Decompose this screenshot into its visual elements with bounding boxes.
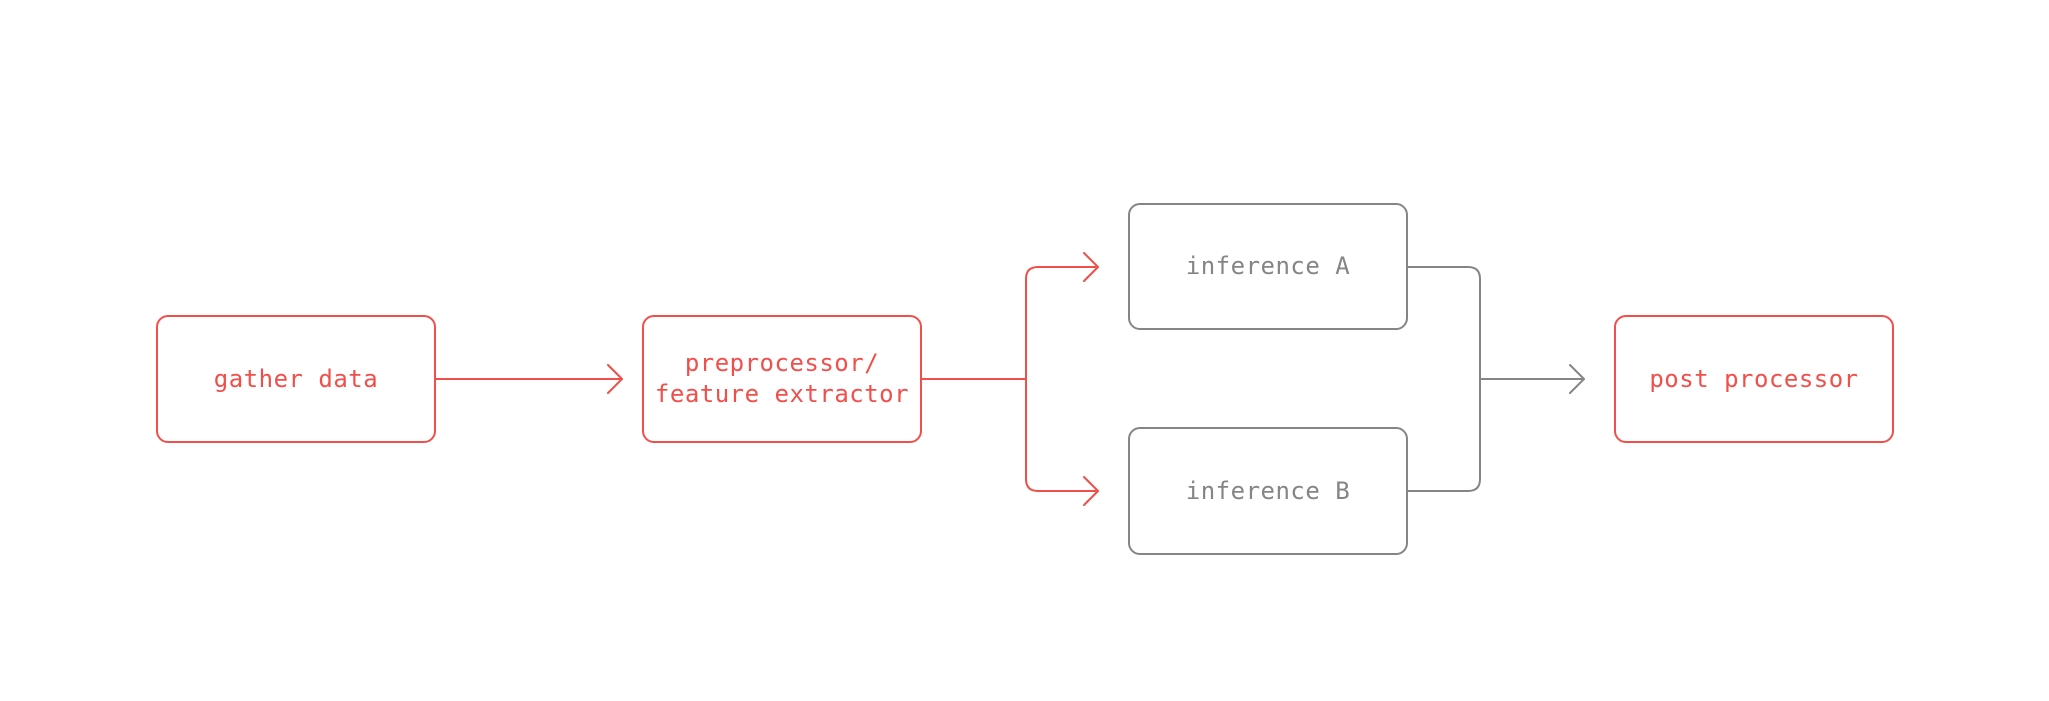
arrow-head-icon: [607, 364, 623, 394]
node-label: gather data: [213, 364, 379, 393]
arrow-head-icon: [1569, 364, 1585, 394]
edge-to-inference-a: [1025, 266, 1099, 380]
edge-preprocessor-split: [921, 252, 1099, 506]
node-label: inference B: [1185, 476, 1351, 505]
edge-from-inference-b: [1407, 378, 1481, 492]
node-preprocessor: preprocessor/ feature extractor: [642, 315, 922, 443]
node-post-processor: post processor: [1614, 315, 1894, 443]
edge-gather-to-preprocessor: [435, 364, 623, 394]
node-label: inference A: [1185, 252, 1351, 280]
edge-to-inference-b: [1025, 378, 1099, 492]
node-gather-data: gather data: [156, 315, 436, 443]
arrow-head-icon: [1083, 476, 1099, 506]
node-label: post processor: [1649, 364, 1859, 393]
node-label-line-2: feature extractor: [654, 380, 910, 408]
arrow-head-icon: [1083, 252, 1099, 282]
node-label-line-1: preprocessor/: [684, 349, 880, 377]
edge-inference-merge: [1407, 266, 1585, 492]
edge-from-inference-a: [1407, 266, 1481, 380]
node-inference-b: inference B: [1128, 427, 1408, 555]
node-label: preprocessor/ feature extractor: [655, 348, 909, 410]
node-inference-a: inference A: [1128, 203, 1408, 330]
